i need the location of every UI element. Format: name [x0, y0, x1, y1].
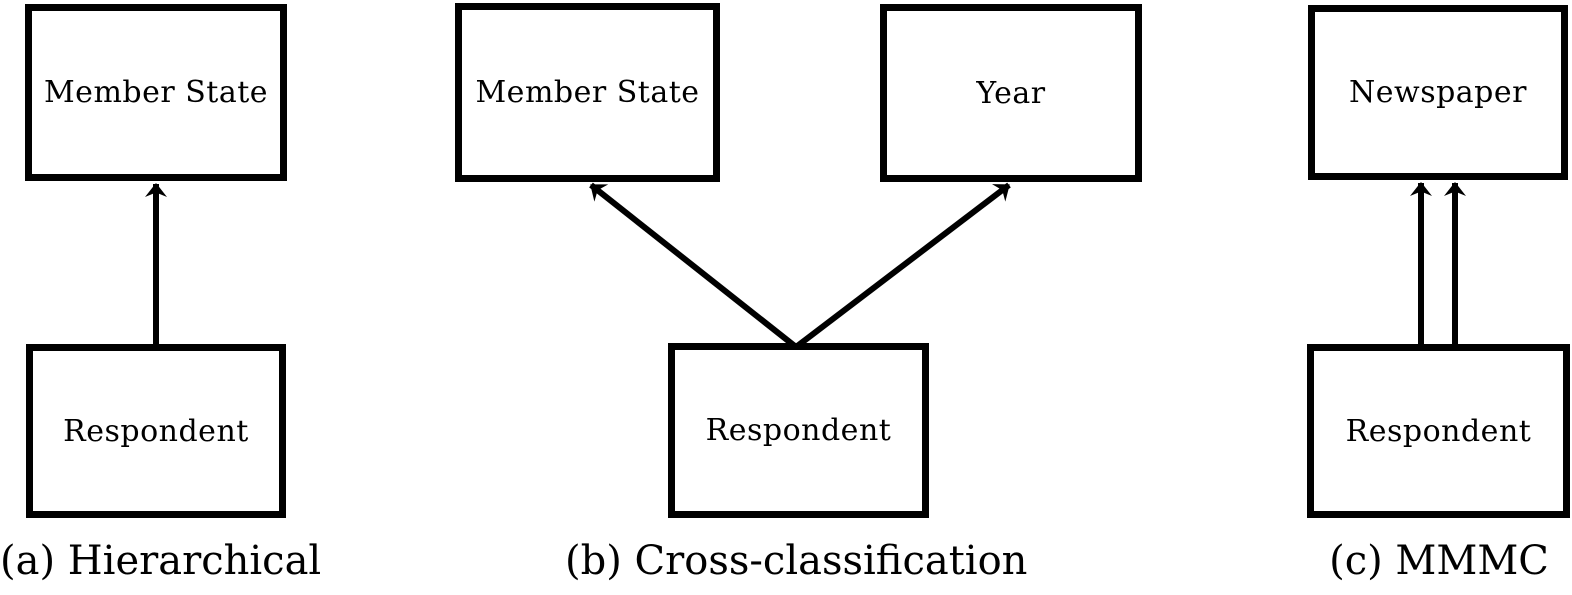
box-c-newspaper: Newspaper	[1308, 5, 1568, 180]
caption-a-hierarchical: (a) Hierarchical	[0, 538, 322, 584]
caption-c-mmmc: (c) MMMC	[1329, 538, 1549, 584]
box-b-respondent-label: Respondent	[705, 413, 892, 448]
caption-b-cross-classification: (b) Cross-classification	[565, 538, 1028, 584]
arrow-b-respondent-to-year	[794, 182, 1011, 350]
box-b-respondent: Respondent	[668, 343, 929, 518]
box-b-year: Year	[880, 4, 1142, 182]
box-c-respondent: Respondent	[1307, 344, 1570, 518]
box-c-newspaper-label: Newspaper	[1349, 75, 1527, 110]
box-a-member-state: Member State	[25, 4, 287, 181]
arrow-b-respondent-to-member-state	[589, 182, 798, 350]
box-c-respondent-label: Respondent	[1345, 413, 1532, 449]
box-b-year-label: Year	[976, 75, 1046, 111]
box-a-member-state-label: Member State	[43, 75, 269, 110]
box-b-member-state: Member State	[455, 3, 720, 182]
box-a-respondent-label: Respondent	[63, 413, 249, 449]
box-b-member-state-label: Member State	[475, 75, 700, 110]
box-a-respondent: Respondent	[26, 344, 286, 518]
